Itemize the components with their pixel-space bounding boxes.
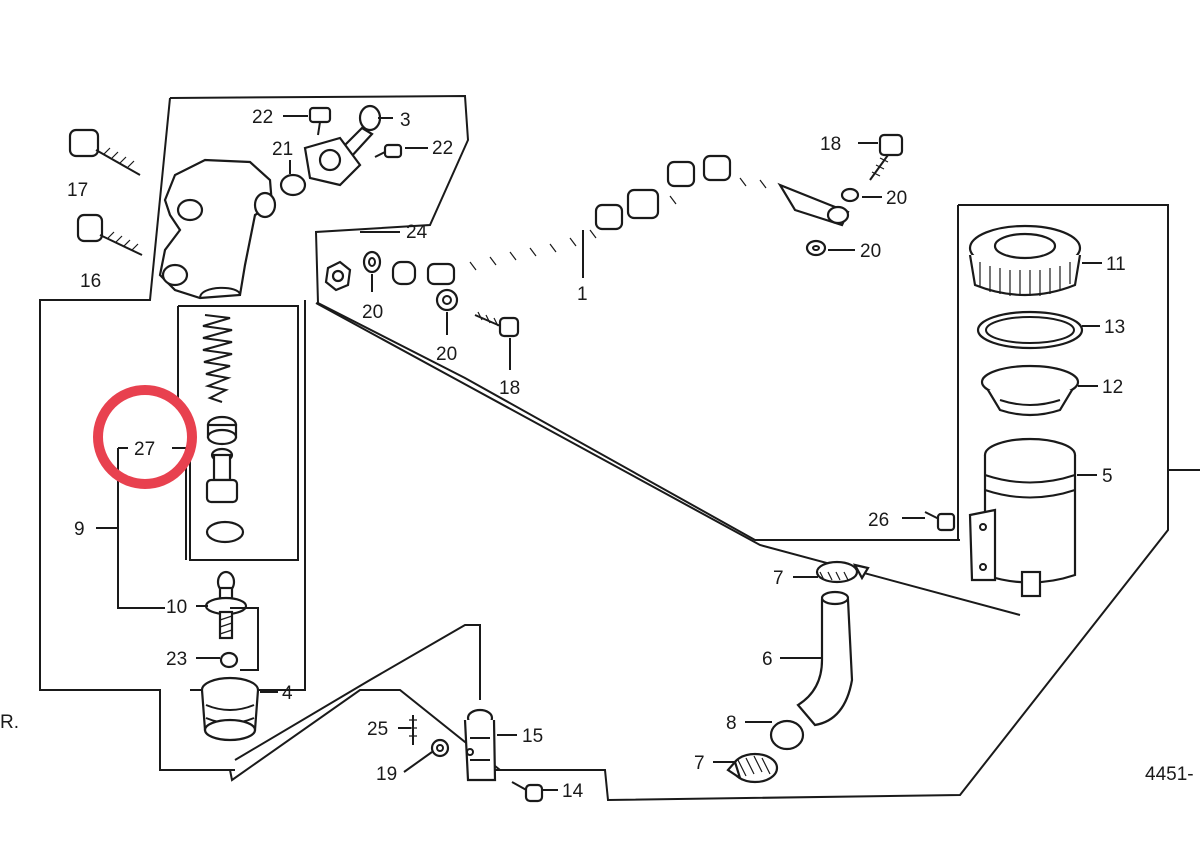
callout-13: 13 <box>1104 317 1125 338</box>
callout-18-upper: 18 <box>820 134 841 155</box>
callout-24: 24 <box>406 222 428 243</box>
clamp-7-lower-icon <box>726 752 779 784</box>
callout-21: 21 <box>272 139 293 160</box>
callout-labels: 17 16 22 3 21 22 24 20 20 18 1 18 20 20 … <box>0 107 1194 802</box>
margin-mark: R. <box>0 712 19 733</box>
nut-19-icon <box>430 738 450 758</box>
boot-4-icon <box>200 676 260 742</box>
clamp-7-upper-icon <box>815 560 870 584</box>
callout-12: 12 <box>1102 377 1123 398</box>
bushing-icon <box>391 260 417 286</box>
callout-17: 17 <box>67 180 88 201</box>
clip-8-icon <box>769 719 805 751</box>
callout-7-upper: 7 <box>773 568 784 589</box>
callout-22-upper: 22 <box>252 107 273 128</box>
washer-20-c-icon <box>840 187 860 203</box>
callout-8: 8 <box>726 713 737 734</box>
washer-20-d-icon <box>805 239 827 257</box>
joint-15-icon <box>463 708 497 782</box>
fitting-3-icon <box>303 104 382 187</box>
callout-4: 4 <box>282 683 293 704</box>
bolt-14-icon <box>511 781 544 803</box>
bolt-18-lower-icon <box>474 311 520 338</box>
screw-22-lower-icon <box>374 143 403 159</box>
callout-6: 6 <box>762 649 773 670</box>
master-cylinder-body-icon <box>158 158 277 300</box>
callout-15: 15 <box>522 726 543 747</box>
o-ring-21-icon <box>279 173 307 197</box>
pin-25-icon <box>409 715 417 745</box>
push-rod-10-icon <box>204 570 248 640</box>
nut-23-icon <box>219 651 239 669</box>
reservoir-hose-6-icon <box>796 590 854 727</box>
callout-23: 23 <box>166 649 187 670</box>
callout-18-lower: 18 <box>499 378 520 399</box>
callout-11: 11 <box>1106 254 1126 275</box>
callout-3: 3 <box>400 110 411 131</box>
bolt-18-upper-icon <box>869 133 904 181</box>
diaphragm-12-icon <box>980 364 1080 417</box>
brake-hose-1-icon <box>426 154 850 286</box>
callout-20-c: 20 <box>886 188 907 209</box>
callout-20-b: 20 <box>436 344 457 365</box>
callout-5: 5 <box>1102 466 1113 487</box>
nut-24-icon <box>324 260 352 292</box>
plate-13-icon <box>976 310 1084 350</box>
callout-27: 27 <box>134 439 155 460</box>
callout-20-d: 20 <box>860 241 881 262</box>
washer-20-b-icon <box>435 288 459 312</box>
reservoir-cap-11-icon <box>968 224 1082 297</box>
callout-16: 16 <box>80 271 101 292</box>
callout-7-lower: 7 <box>694 753 705 774</box>
bolt-17-icon <box>68 128 141 176</box>
assembly-outlines <box>39 94 1200 802</box>
screw-22-upper-icon <box>308 106 332 136</box>
callout-1: 1 <box>577 284 588 305</box>
piston-icon <box>205 447 239 504</box>
washer-icon <box>205 520 245 544</box>
spring-icon <box>202 314 233 403</box>
screw-26-icon <box>924 511 956 532</box>
piston-cup-icon <box>206 415 238 446</box>
leader-lines <box>96 115 1102 791</box>
callout-22-lower: 22 <box>432 138 453 159</box>
callout-26: 26 <box>868 510 889 531</box>
bolt-16-icon <box>76 213 143 256</box>
highlight-circle <box>93 385 197 489</box>
callout-20-a: 20 <box>362 302 383 323</box>
callout-14: 14 <box>562 781 584 802</box>
washer-20-a-icon <box>362 250 382 274</box>
reservoir-5-icon <box>968 437 1077 598</box>
diagram-code: 4451- <box>1145 764 1194 785</box>
callout-25: 25 <box>367 719 388 740</box>
callout-9: 9 <box>74 519 85 540</box>
callout-10: 10 <box>166 597 187 618</box>
callout-19: 19 <box>376 764 397 785</box>
